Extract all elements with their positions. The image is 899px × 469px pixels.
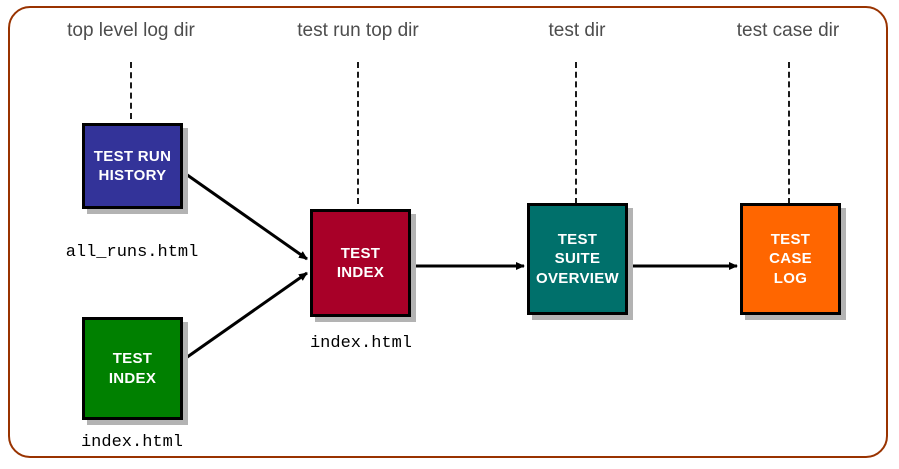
file-label-all-runs-html: all_runs.html bbox=[65, 243, 199, 262]
node-test-index-green-label: TEST INDEX bbox=[108, 350, 157, 387]
column-divider-top-level-log-dir bbox=[130, 62, 132, 119]
node-test-suite-overview-label: TEST SUITE OVERVIEW bbox=[536, 231, 619, 287]
column-divider-test-case-dir bbox=[788, 62, 790, 204]
column-header-top-level-log-dir: top level log dir bbox=[67, 20, 195, 41]
file-label-index-html-red: index.html bbox=[309, 334, 413, 353]
column-header-test-dir: test dir bbox=[548, 20, 606, 41]
node-test-case-log[interactable]: TEST CASE LOG bbox=[740, 203, 841, 315]
column-divider-test-dir bbox=[575, 62, 577, 204]
node-test-run-history-label: TEST RUN HISTORY bbox=[93, 147, 172, 184]
column-header-test-run-top-dir: test run top dir bbox=[297, 20, 419, 41]
node-test-case-log-label: TEST CASE LOG bbox=[769, 231, 812, 287]
node-test-index-green[interactable]: TEST INDEX bbox=[82, 317, 183, 420]
node-test-index-red-label: TEST INDEX bbox=[336, 244, 385, 281]
column-divider-test-run-top-dir bbox=[357, 62, 359, 204]
node-test-run-history[interactable]: TEST RUN HISTORY bbox=[82, 123, 183, 209]
node-test-suite-overview[interactable]: TEST SUITE OVERVIEW bbox=[527, 203, 628, 315]
column-header-test-case-dir: test case dir bbox=[736, 20, 840, 41]
file-label-index-html-green: index.html bbox=[80, 433, 184, 452]
node-test-index-red[interactable]: TEST INDEX bbox=[310, 209, 411, 317]
